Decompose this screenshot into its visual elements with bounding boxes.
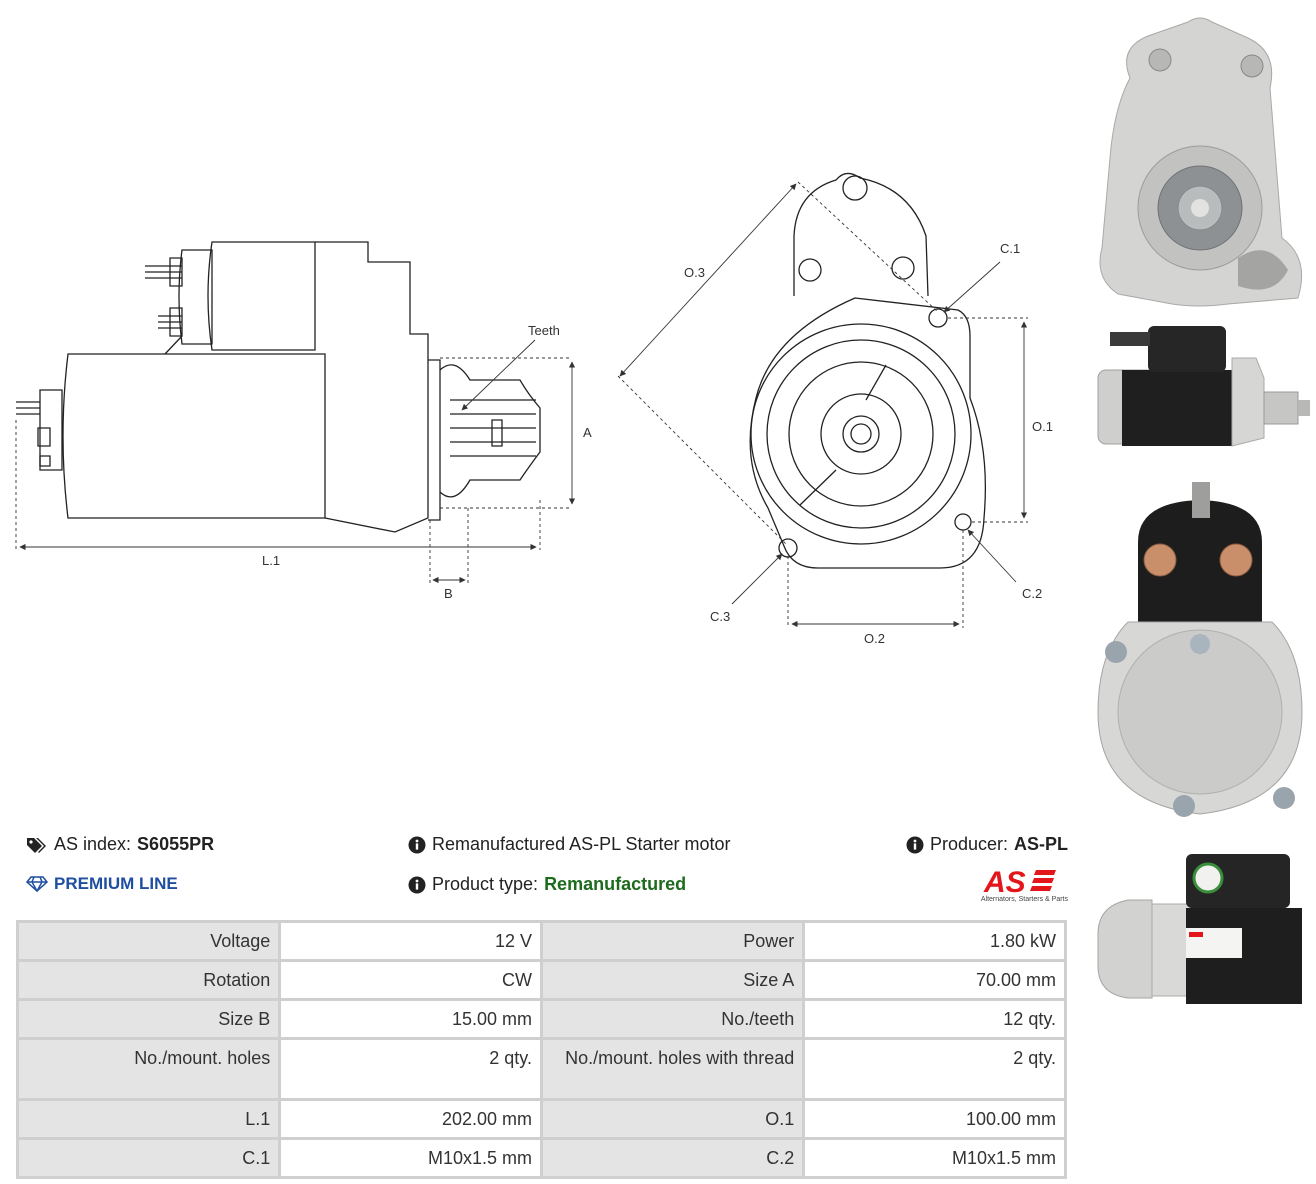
info-icon (408, 836, 426, 853)
front-dimensions (617, 181, 1028, 628)
product-photo-rear[interactable] (1088, 472, 1312, 840)
c1-label: C.1 (1000, 241, 1020, 256)
producer-value: AS-PL (1014, 834, 1069, 854)
producer-label: Producer: (930, 834, 1009, 854)
spec-value: M10x1.5 mm (805, 1140, 1064, 1176)
spec-value: 15.00 mm (281, 1001, 540, 1037)
spec-value: 1.80 kW (805, 923, 1064, 959)
description-text: Remanufactured AS-PL Starter motor (432, 834, 731, 854)
as-index: AS index: S6055PR (26, 834, 214, 855)
product-description: Remanufactured AS-PL Starter motor (408, 834, 730, 855)
product-type-value: Remanufactured (544, 874, 687, 894)
spec-label: Size B (19, 1001, 279, 1037)
info-icon (906, 836, 924, 853)
tags-icon (27, 837, 46, 853)
table-row: C.1 M10x1.5 mm C.2 M10x1.5 mm (19, 1140, 1064, 1176)
product-info-bar: AS index: S6055PR PREMIUM LINE Remanufac… (22, 826, 1068, 910)
c2-label: C.2 (1022, 586, 1042, 601)
product-photo-side[interactable] (1088, 318, 1312, 460)
spec-label: Power (542, 923, 803, 959)
product-photos (1084, 0, 1316, 1184)
spec-label: C.2 (542, 1140, 803, 1176)
spec-label: Voltage (19, 923, 279, 959)
info-icon (408, 876, 426, 893)
product-photo-label[interactable] (1088, 848, 1312, 1010)
as-index-label: AS index: (54, 834, 132, 854)
spec-value: 70.00 mm (805, 962, 1064, 998)
as-pl-logo: AS Alternators, Starters & Parts (966, 866, 1068, 908)
spec-value: CW (281, 962, 540, 998)
diamond-icon (26, 876, 48, 892)
spec-value: 2 qty. (281, 1040, 540, 1098)
spec-label: No./mount. holes with thread (542, 1040, 803, 1098)
technical-drawing: Teeth A B L.1 O.3 C.1 O.1 C.2 C.3 O.2 (15, 172, 1053, 646)
side-dimensions (15, 339, 576, 584)
spec-value: M10x1.5 mm (281, 1140, 540, 1176)
table-row: Voltage 12 V Power 1.80 kW (19, 923, 1064, 959)
size-a-label: A (583, 425, 592, 440)
spec-value: 12 qty. (805, 1001, 1064, 1037)
spec-value: 2 qty. (805, 1040, 1064, 1098)
c3-label: C.3 (710, 609, 730, 624)
o3-label: O.3 (684, 265, 705, 280)
as-index-value: S6055PR (137, 834, 215, 854)
spec-label: No./mount. holes (19, 1040, 279, 1098)
spec-value: 100.00 mm (805, 1101, 1064, 1137)
logo-mark: AS (983, 866, 1026, 896)
spec-label: Size A (542, 962, 803, 998)
size-b-label: B (444, 586, 453, 601)
product-photo-front[interactable] (1088, 8, 1312, 308)
premium-line-text: PREMIUM LINE (54, 874, 178, 893)
as-logo-icon: AS (983, 866, 1056, 899)
producer: Producer: AS-PL (906, 834, 1068, 855)
starter-dimension-drawing: Teeth A B L.1 O.3 C.1 O.1 C.2 C.3 O.2 (15, 172, 1053, 646)
spec-label: C.1 (19, 1140, 279, 1176)
teeth-label: Teeth (528, 323, 560, 338)
spec-label: Rotation (19, 962, 279, 998)
table-row: Rotation CW Size A 70.00 mm (19, 962, 1064, 998)
spec-label: O.1 (542, 1101, 803, 1137)
premium-line-badge: PREMIUM LINE (26, 874, 178, 894)
side-view (16, 241, 541, 533)
spec-label: No./teeth (542, 1001, 803, 1037)
length-l1-label: L.1 (262, 553, 280, 568)
spec-value: 202.00 mm (281, 1101, 540, 1137)
spec-label: L.1 (19, 1101, 279, 1137)
logo-tagline: Alternators, Starters & Parts (980, 896, 1068, 903)
table-row: L.1 202.00 mm O.1 100.00 mm (19, 1101, 1064, 1137)
o2-label: O.2 (864, 631, 885, 646)
table-row: Size B 15.00 mm No./teeth 12 qty. (19, 1001, 1064, 1037)
table-row: No./mount. holes 2 qty. No./mount. holes… (19, 1040, 1064, 1098)
specs-table: Voltage 12 V Power 1.80 kW Rotation CW S… (16, 920, 1067, 1179)
o1-label: O.1 (1032, 419, 1053, 434)
product-type: Product type: Remanufactured (408, 874, 686, 895)
spec-value: 12 V (281, 923, 540, 959)
product-type-label: Product type: (432, 874, 539, 894)
front-view (749, 172, 987, 569)
